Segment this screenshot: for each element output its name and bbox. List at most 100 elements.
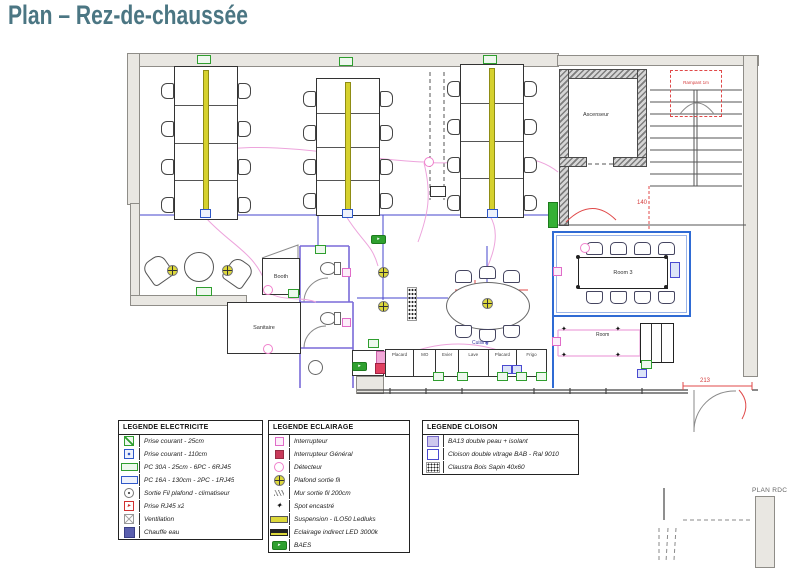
- legend-item-label: Prise RJ45 x2: [144, 502, 185, 510]
- toilet-tank: [334, 262, 341, 275]
- room-label: Room 3: [613, 270, 633, 276]
- chair: [524, 119, 537, 135]
- dimension-stair: 140: [637, 200, 648, 206]
- chair: [238, 197, 251, 213]
- chair: [238, 121, 251, 137]
- prise-courant-25-icon: [124, 436, 134, 446]
- mur-sortie-fil-icon: [274, 490, 284, 496]
- prise-rj45-icon: [124, 501, 134, 511]
- socket-icon: [497, 372, 508, 381]
- elevator-wall-bottom-a: [559, 157, 587, 167]
- legend-item-label: Plafond sortie fil: [294, 476, 341, 484]
- storage-cabinet: [640, 323, 674, 363]
- elevator-wall-top: [559, 69, 647, 79]
- legend-item-label: Mur sortie fil 200cm: [294, 489, 351, 497]
- room-label: Sanitaire: [253, 325, 275, 331]
- chair: [303, 159, 316, 175]
- legend-item-label: Suspension - ILO50 Ledluks: [294, 515, 376, 523]
- legend-row: Prise courant - 25cm: [119, 435, 262, 448]
- kitchen-unit: Placard: [391, 352, 408, 357]
- plafond-sortie-fil-icon: [482, 298, 493, 309]
- eclairage-indirect-icon: [270, 528, 288, 536]
- plan-note: PLAN RDC: [752, 487, 788, 494]
- chair: [238, 83, 251, 99]
- wall-left-lower: [130, 203, 140, 305]
- chair: [161, 121, 174, 137]
- sortie-fil-plafond-icon: [124, 488, 134, 498]
- kitchen-unit: Lave: [457, 350, 488, 376]
- chair: [610, 291, 627, 304]
- wall-lounge-bottom: [130, 295, 247, 306]
- legend-row: Interrupteur: [269, 435, 409, 448]
- chair: [238, 159, 251, 175]
- plafond-sortie-fil-icon: [378, 267, 389, 278]
- chair: [524, 195, 537, 211]
- pc-30a-icon: [120, 463, 138, 471]
- chair: [161, 159, 174, 175]
- socket-icon: [487, 209, 498, 218]
- chair: [524, 157, 537, 173]
- socket-icon: [433, 372, 444, 381]
- interrupteur-icon: [274, 436, 284, 446]
- chair: [161, 197, 174, 213]
- elevator-wall-right: [637, 69, 647, 161]
- socket-icon: [315, 245, 326, 254]
- table-dot: [576, 285, 580, 289]
- chauffe-eau-icon: [123, 526, 135, 538]
- legend-item-label: PC 30A - 25cm - 6PC - 6RJ45: [144, 463, 231, 471]
- desk-bank-2: [303, 78, 393, 216]
- legend-item-label: PC 16A - 130cm - 2PC - 1RJ45: [144, 476, 235, 484]
- chair: [658, 242, 675, 255]
- socket-icon: [339, 57, 353, 66]
- wall-bottom-right-column: [755, 496, 775, 568]
- cloison-vitrage-icon: [427, 448, 439, 460]
- chair: [447, 81, 460, 97]
- kitchen-unit: Placard: [487, 350, 516, 376]
- chair: [524, 81, 537, 97]
- legend-item-label: Interrupteur: [294, 437, 328, 445]
- suspension-icon: [270, 515, 288, 523]
- legend-row: Plafond sortie fil: [269, 474, 409, 487]
- elevator-wall-bottom-b: [613, 157, 647, 167]
- conference-table: Room 3: [578, 257, 668, 289]
- legend-item-label: Prise courant - 110cm: [144, 450, 208, 458]
- legend-title: LEGENDE ELECTRICITE: [119, 421, 262, 435]
- kitchen-unit: Evier: [435, 350, 457, 376]
- detecteur-icon: [424, 157, 434, 167]
- legend-item-label: Interrupteur Général: [294, 450, 353, 458]
- toilet-tank: [334, 312, 341, 325]
- suspension-light: [489, 68, 495, 214]
- prise-courant-110-icon: [124, 449, 134, 459]
- detecteur-icon: [263, 344, 273, 354]
- wall-right: [743, 55, 758, 377]
- socket-icon: [200, 209, 211, 218]
- spot-encastre-icon: [561, 352, 567, 359]
- interrupteur-general-icon: [274, 449, 284, 459]
- room-label-ascenseur: Ascenseur: [583, 112, 609, 118]
- legend-row: PC 30A - 25cm - 6PC - 6RJ45: [119, 461, 262, 474]
- thin-black-walls: [357, 388, 758, 394]
- ba13-icon: [427, 435, 439, 447]
- spot-encastre-icon: [615, 326, 621, 333]
- legend-electricite: LEGENDE ELECTRICITE Prise courant - 25cm…: [118, 420, 263, 540]
- plafond-sortie-fil-icon: [167, 265, 178, 276]
- chair: [447, 119, 460, 135]
- kitchen-unit: Frigo: [515, 350, 546, 376]
- legend-eclairage: LEGENDE ECLAIRAGE Interrupteur Interrupt…: [268, 420, 410, 553]
- legend-row: Eclairage indirect LED 3000k: [269, 526, 409, 539]
- legend-cloison: LEGENDE CLOISON BA13 double peau + isola…: [422, 420, 579, 475]
- legend-row: Chauffe eau: [119, 526, 262, 539]
- socket-icon: [483, 55, 497, 64]
- chair: [303, 193, 316, 209]
- baes-icon: [352, 362, 367, 371]
- chair: [634, 291, 651, 304]
- chair: [380, 91, 393, 107]
- room-label-cuisine: Cuisine: [472, 340, 489, 346]
- socket-icon: [288, 289, 299, 298]
- plafond-sortie-fil-icon: [222, 265, 233, 276]
- legend-row: BA13 double peau + isolant: [423, 435, 578, 448]
- socket-icon: [457, 372, 468, 381]
- legend-row: BAES: [269, 539, 409, 552]
- legend-row: Interrupteur Général: [269, 448, 409, 461]
- chair: [380, 125, 393, 141]
